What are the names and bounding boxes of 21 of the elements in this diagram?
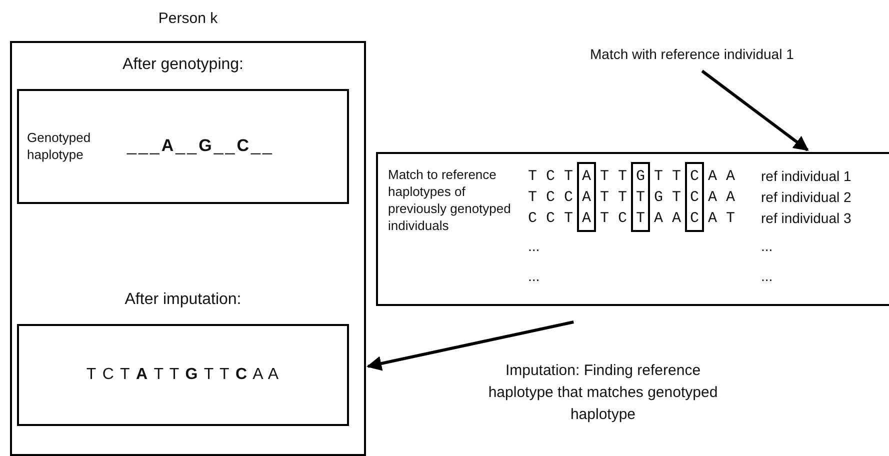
ellipsis: ... xyxy=(761,237,774,256)
sequence-text: C C T A T C T A A C A T xyxy=(528,209,736,229)
arrow xyxy=(701,70,809,152)
heading: After genotyping: xyxy=(122,54,244,74)
sequence-text: T C C A T T T G T C A A xyxy=(528,188,736,208)
row-label: ref individual 3 xyxy=(761,209,852,228)
heading: After imputation: xyxy=(124,290,242,310)
ellipsis: ... xyxy=(528,237,541,256)
sequence-text: T C T A T T G T T C A A xyxy=(528,167,736,187)
row-label: ref individual 2 xyxy=(761,188,852,207)
row-label: ref individual 1 xyxy=(761,167,852,186)
sequence-text: ___A__G__C__ xyxy=(127,135,274,158)
reference-box xyxy=(376,152,889,306)
arrow xyxy=(366,320,574,371)
ellipsis: ... xyxy=(528,267,541,286)
heading: Person k xyxy=(158,9,218,29)
callout-text: Match with reference individual 1 xyxy=(590,44,794,65)
row-label: Genotyped haplotype xyxy=(27,129,92,163)
ellipsis: ... xyxy=(761,267,774,286)
box-text: Match to reference haplotypes of previously genotyped individuals xyxy=(388,166,512,234)
sequence-text: T C T A T T G T T C A A xyxy=(86,364,280,384)
